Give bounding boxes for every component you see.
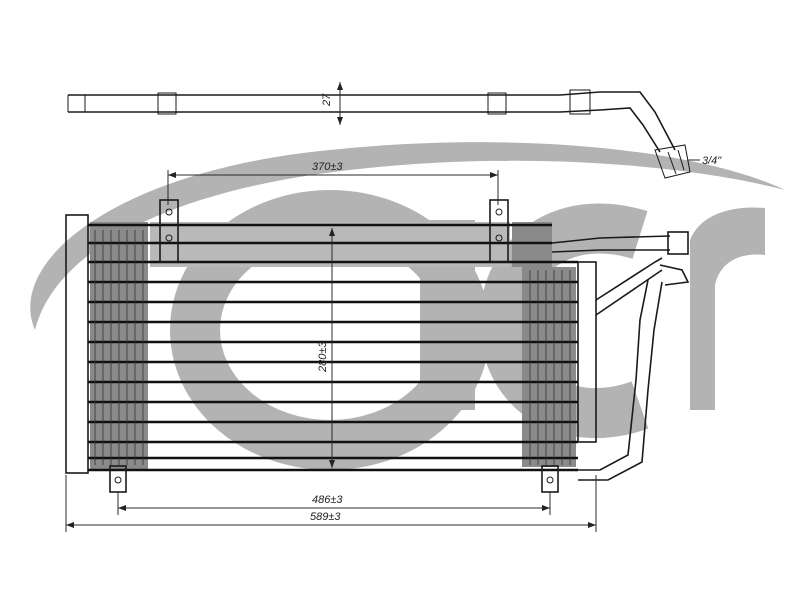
bracket-spacing-dimension: 370±3 [167,161,499,205]
left-header-tank [65,214,89,474]
fin-hatching [94,230,571,465]
core-tubes [88,223,578,472]
overall-width-dimension: 589±3 [310,511,341,523]
outlet-pipes [551,231,690,481]
core-height-dimension: 280±3 [317,341,329,373]
logo-swoosh [30,142,785,330]
top-pipe-view: 27 3/4" [67,82,722,179]
top-mounting-brackets [159,199,509,263]
condenser-core: 280±3 [65,199,597,493]
mount-spacing-dimension: 486±3 [312,494,343,506]
logo-letter-c [479,203,649,439]
svg-text:370±3: 370±3 [312,161,343,173]
acr-logo-watermark [30,142,785,470]
thread-size-label: 3/4" [702,155,722,167]
pipe-height-dimension: 27 [321,93,333,107]
logo-letter-r [690,207,765,410]
bottom-dimensions: 486±3 589±3 [65,475,597,532]
